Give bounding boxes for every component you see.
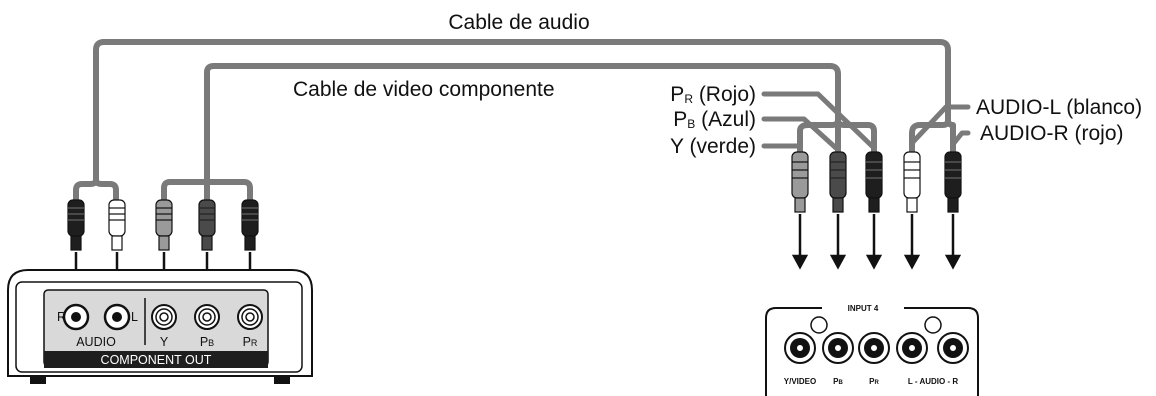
audio-cable-label: Cable de audio: [448, 11, 589, 34]
plug-y-tv: [791, 151, 809, 213]
source-r-label: R: [57, 310, 66, 324]
pr-red-label: PR (Rojo): [670, 83, 756, 106]
source-jack-y: [151, 304, 177, 330]
plug-audio-l: [108, 199, 126, 251]
source-audio-label: AUDIO: [76, 335, 116, 349]
plug-pr-tv: [865, 151, 883, 213]
tv-jack-audio-r: [937, 332, 969, 364]
tv-pb-label: PB: [833, 377, 843, 386]
audio-l-white-label: AUDIO-L (blanco): [976, 96, 1142, 119]
source-y-label: Y: [160, 335, 169, 349]
tv-audio-lr-label: L - AUDIO - R: [908, 377, 958, 386]
tv-pr-label: PR: [869, 377, 879, 386]
source-jack-r: [62, 303, 90, 331]
tv-jack-pr: [858, 332, 890, 364]
plug-y: [155, 199, 173, 251]
tv-plugs: [791, 151, 962, 213]
input4-title: INPUT 4: [848, 304, 879, 313]
tv-arrows: [791, 214, 962, 270]
tv-jack-audio-l: [896, 332, 928, 364]
plug-pb: [198, 199, 216, 251]
tv-jack-y-video: [784, 332, 816, 364]
source-pr-label: PR: [243, 335, 258, 349]
video-cable-label: Cable de video componente: [293, 78, 555, 101]
plug-audio-r: [67, 199, 85, 251]
source-jack-pb: [194, 304, 220, 330]
source-plugs: [67, 199, 259, 251]
tv-jack-pb: [822, 332, 854, 364]
source-jack-l: [103, 303, 131, 331]
tv-y-video-label: Y/VIDEO: [784, 377, 816, 386]
audio-r-red-label: AUDIO-R (rojo): [980, 122, 1124, 145]
source-pb-label: PB: [200, 335, 214, 349]
tv-input-panel: INPUT 4 Y/VIDEO PB PR L - AUDIO - R: [765, 300, 979, 396]
label-leaders: [761, 91, 971, 153]
plug-pb-tv: [829, 151, 847, 213]
audio-cable: [73, 39, 956, 203]
pb-blue-label: PB (Azul): [673, 108, 756, 131]
component-out-label: COMPONENT OUT: [101, 353, 212, 367]
plug-audio-l-tv: [903, 151, 921, 213]
y-green-label: Y (verde): [670, 135, 756, 158]
source-l-label: L: [131, 310, 138, 324]
plug-pr: [241, 199, 259, 251]
plug-audio-r-tv: [944, 151, 962, 213]
source-jack-pr: [237, 304, 263, 330]
component-source-device: R L AUDIO Y PB PR COMPONENT OUT: [7, 269, 313, 384]
